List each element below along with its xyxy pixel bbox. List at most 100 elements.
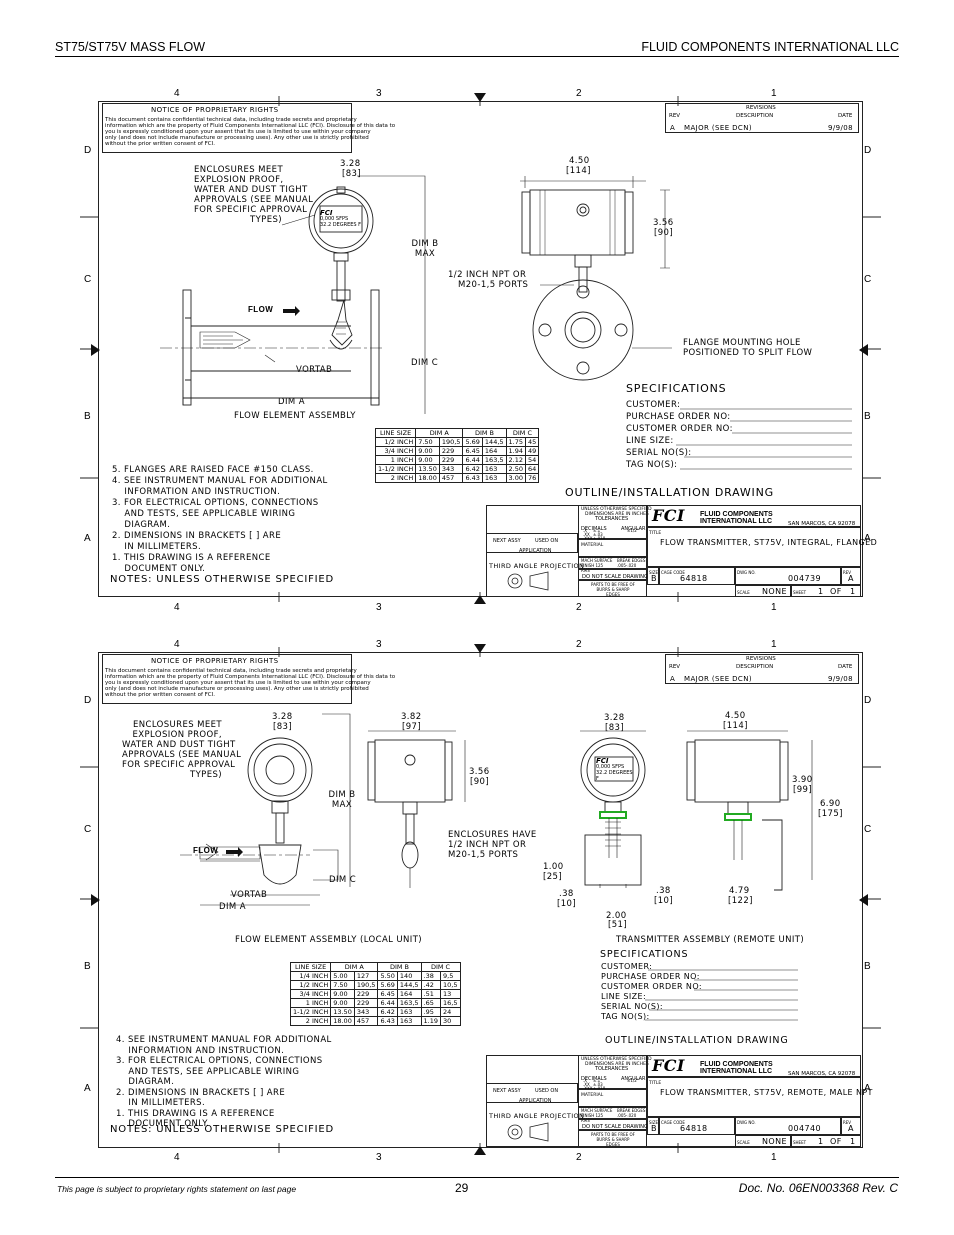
zone-row: C [84,824,92,835]
table-cell: 1.19 [420,1016,442,1026]
tol-text: DECIMALS [581,1076,607,1082]
table-cell: 30 [440,1016,461,1026]
remote-unit-side [686,730,813,891]
tol-text: ±.010 [593,1086,606,1091]
local-unit-side [367,730,466,888]
header-rule [55,56,899,57]
note-line: IN MILLIMETERS. [116,1098,206,1108]
dim-label: [83] [342,169,362,179]
zone-col: 4 [174,1152,180,1163]
dim-label: [97] [402,722,422,732]
note-line: WATER AND DUST TIGHT [122,740,236,750]
tol-text: ±1/2° [627,1078,639,1083]
flow-label: FLOW [248,305,274,314]
note-line: 3. FOR ELECTRICAL OPTIONS, CONNECTIONS [112,498,319,508]
dim-label: 3.28 [604,713,625,723]
proprietary-title: NOTICE OF PROPRIETARY RIGHTS [151,106,279,114]
note-line: 1/2 INCH NPT OR [448,840,527,850]
note-line: DIAGRAM. [116,1077,175,1087]
tb-value: OF [830,1137,842,1146]
revisions-title: REVISIONS [746,656,776,662]
table-cell: 3.00 [505,473,527,483]
zone-col: 4 [174,639,180,650]
tb-label: REV [843,570,852,575]
zone-row: D [864,145,872,156]
spec-field: CUSTOMER: [626,400,681,410]
note-line: IN MILLIMETERS. [112,542,202,552]
tb-value: B [651,1124,657,1133]
zone-row: A [84,533,91,544]
company-name: INTERNATIONAL LLC [700,1068,773,1075]
display-logo: FCI [596,757,609,765]
note-line: 2. DIMENSIONS IN BRACKETS [ ] ARE [112,531,282,541]
third-angle-label: THIRD ANGLE PROJECTION [489,1112,585,1120]
tol-text: .XXX [583,1086,593,1091]
dim-label: 6.90 [820,799,841,809]
zone-row: D [864,695,872,706]
tol-text: .XXX [583,536,593,541]
zone-row: C [864,274,872,285]
flange-note: FLANGE MOUNTING HOLE [683,338,801,348]
material-block: MATERIAL [578,1089,647,1107]
dim-label: 3.56 [469,767,490,777]
tb-value: NONE [762,1137,787,1146]
proprietary-line: you is expressly conditioned upon your a… [105,129,371,135]
note-line: 4. SEE INSTRUMENT MANUAL FOR ADDITIONAL [112,476,328,486]
enclosure-note: ENCLOSURES MEET EXPLOSION PROOF, WATER A… [194,165,313,225]
tol-text: UNLESS OTHERWISE SPECIFIED [581,1057,652,1062]
tb-label: SHEET [793,590,807,595]
zone-col: 3 [376,639,382,650]
note-line: EXPLOSION PROOF, [194,175,284,185]
rev-value: A [670,675,676,683]
spec-field: LINE SIZE: [626,436,674,446]
tol-text: DECIMALS [581,526,607,532]
proprietary-line: without the prior written consent of FCI… [105,692,216,698]
dim-label: [83] [605,723,625,733]
display-units: SFPS [611,764,625,770]
assembly-label: FLOW ELEMENT ASSEMBLY (LOCAL UNIT) [235,935,423,945]
display-units: SFPS [335,216,349,222]
zone-row: A [84,1083,91,1094]
zone-col: 2 [576,1152,582,1163]
page-number: 29 [455,1181,469,1195]
tol-text: ±.1 [593,528,601,533]
dim-label: [122] [728,896,753,906]
doc-header-right: FLUID COMPONENTS INTERNATIONAL LLC [641,40,899,54]
zone-row: A [864,533,871,544]
do-not-scale-block: DO NOT SCALE DRAWING [578,1119,648,1130]
assembly-label: FLOW ELEMENT ASSEMBLY [234,411,356,421]
dim-label: [90] [654,228,674,238]
burrs-block: PARTS TO BE FREE OF BURRS & SHARP EDGES [578,1130,647,1147]
proprietary-line: This document contains confidential tech… [105,117,357,123]
local-unit-front [180,713,351,906]
dim-label: [51] [608,920,628,930]
npt-note: M20-1,5 PORTS [458,280,529,290]
tb-label: SCALE [737,590,750,595]
tb-label: SCALE [737,1140,750,1145]
integral-transmitter-front [160,175,426,414]
tb-value: 1 [818,587,824,596]
tb-value: NONE [762,587,787,596]
note-line: AND TESTS, SEE APPLICABLE WIRING [116,1066,300,1077]
note-line: APPROVALS (SEE MANUAL [122,750,242,760]
zone-row: B [84,411,91,422]
zone-col: 3 [376,602,382,613]
note-line: WATER AND DUST TIGHT [194,185,308,195]
dim-label: 3.90 [792,775,813,785]
zone-row: B [84,961,91,972]
display-value: 0,000 [596,764,611,770]
note-line: TYPES) [250,215,282,225]
dim-label: [25] [543,872,563,882]
rev-date: 9/9/08 [828,124,853,132]
flange-note: POSITIONED TO SPLIT FLOW [683,348,813,358]
tb-label: SIZE [649,1120,658,1125]
